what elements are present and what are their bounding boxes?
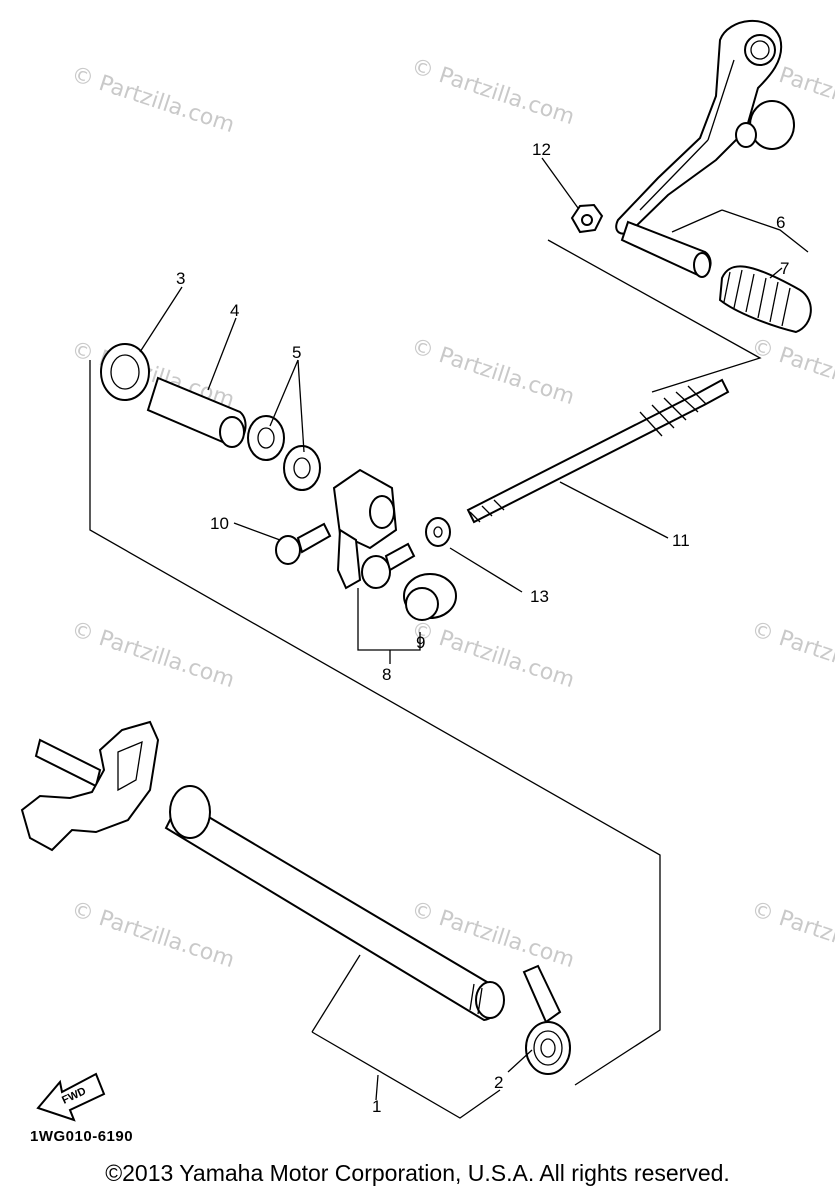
callout-labels: 1 2 3 4 5 6 7 8 9 10 11 12 13 bbox=[176, 140, 789, 1116]
watermark: © Partzilla.com bbox=[68, 897, 237, 973]
part-11-shift-rod bbox=[466, 378, 730, 524]
watermark: © Partzilla.com bbox=[748, 897, 835, 973]
fwd-arrow-icon: FWD bbox=[36, 1072, 106, 1122]
part-13-washer bbox=[425, 517, 451, 547]
callout-11: 11 bbox=[672, 531, 690, 550]
callout-1: 1 bbox=[372, 1097, 381, 1116]
leader-lines bbox=[139, 157, 809, 1119]
callout-8: 8 bbox=[382, 665, 391, 684]
part-9-cap bbox=[403, 573, 457, 621]
part-7-pedal-rubber bbox=[718, 265, 812, 334]
callout-3: 3 bbox=[176, 269, 185, 288]
part-2-spring bbox=[522, 964, 571, 1075]
watermark: © Partzilla.com bbox=[68, 617, 237, 693]
part-1-shift-shaft bbox=[20, 720, 505, 1022]
callout-2: 2 bbox=[494, 1073, 503, 1092]
diagram-code: 1WG010-6190 bbox=[30, 1128, 134, 1145]
callout-4: 4 bbox=[230, 301, 239, 320]
callout-6: 6 bbox=[776, 213, 785, 232]
watermark: © Partzilla.com bbox=[68, 62, 237, 138]
part-3-oil-seal bbox=[100, 343, 150, 401]
callout-13: 13 bbox=[530, 587, 549, 606]
watermark: © Partzilla.com bbox=[408, 334, 577, 410]
watermark: © Partzilla.com bbox=[408, 617, 577, 693]
part-4-collar bbox=[146, 376, 247, 448]
part-6-shift-pedal bbox=[615, 20, 795, 278]
callout-12: 12 bbox=[532, 140, 551, 159]
watermark: © Partzilla.com bbox=[408, 54, 577, 130]
callout-10: 10 bbox=[210, 514, 229, 533]
callout-7: 7 bbox=[780, 259, 789, 278]
watermark: © Partzilla.com bbox=[748, 617, 835, 693]
callout-9: 9 bbox=[416, 633, 425, 652]
part-10-bolt bbox=[275, 522, 332, 565]
part-8-shift-arm bbox=[332, 468, 416, 590]
part-5-bearings bbox=[247, 415, 321, 491]
part-12-nut bbox=[570, 203, 604, 234]
callout-5: 5 bbox=[292, 343, 301, 362]
watermark: © Partzilla.com bbox=[748, 334, 835, 410]
copyright-notice: ©2013 Yamaha Motor Corporation, U.S.A. A… bbox=[105, 1160, 730, 1186]
assembly-lines bbox=[89, 239, 762, 1086]
